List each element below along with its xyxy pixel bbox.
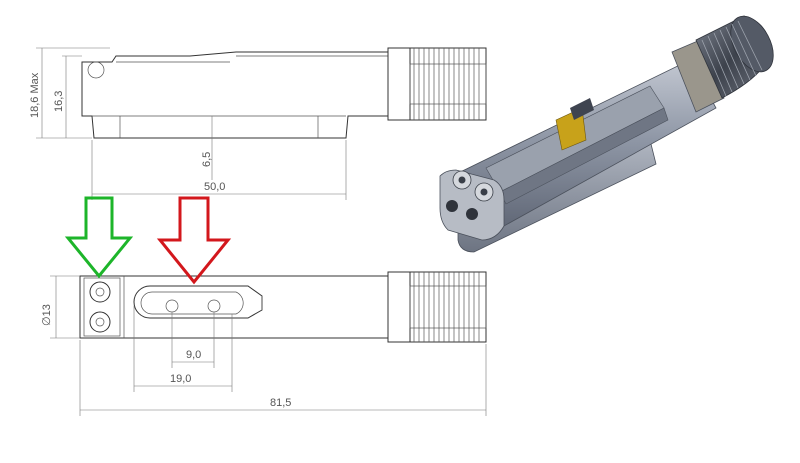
- red-down-arrow-icon: [156, 196, 232, 285]
- side-view: [36, 47, 487, 200]
- green-down-arrow-icon: [64, 196, 134, 279]
- dim-depth: 6,5: [201, 152, 213, 167]
- dim-overall-length: 81,5: [270, 397, 291, 409]
- dim-slot-spacing: 9,0: [186, 349, 201, 361]
- dim-width-top: 50,0: [204, 181, 225, 193]
- knurling-plan: [413, 272, 480, 342]
- plan-view: [50, 271, 487, 416]
- dim-max-height: 18,6 Max: [29, 72, 41, 118]
- dim-height: 16,3: [53, 91, 65, 112]
- dim-slot-length: 19,0: [170, 373, 191, 385]
- knurling-side: [413, 48, 480, 120]
- dim-diameter: ∅13: [41, 304, 53, 326]
- isometric-render: [439, 15, 774, 253]
